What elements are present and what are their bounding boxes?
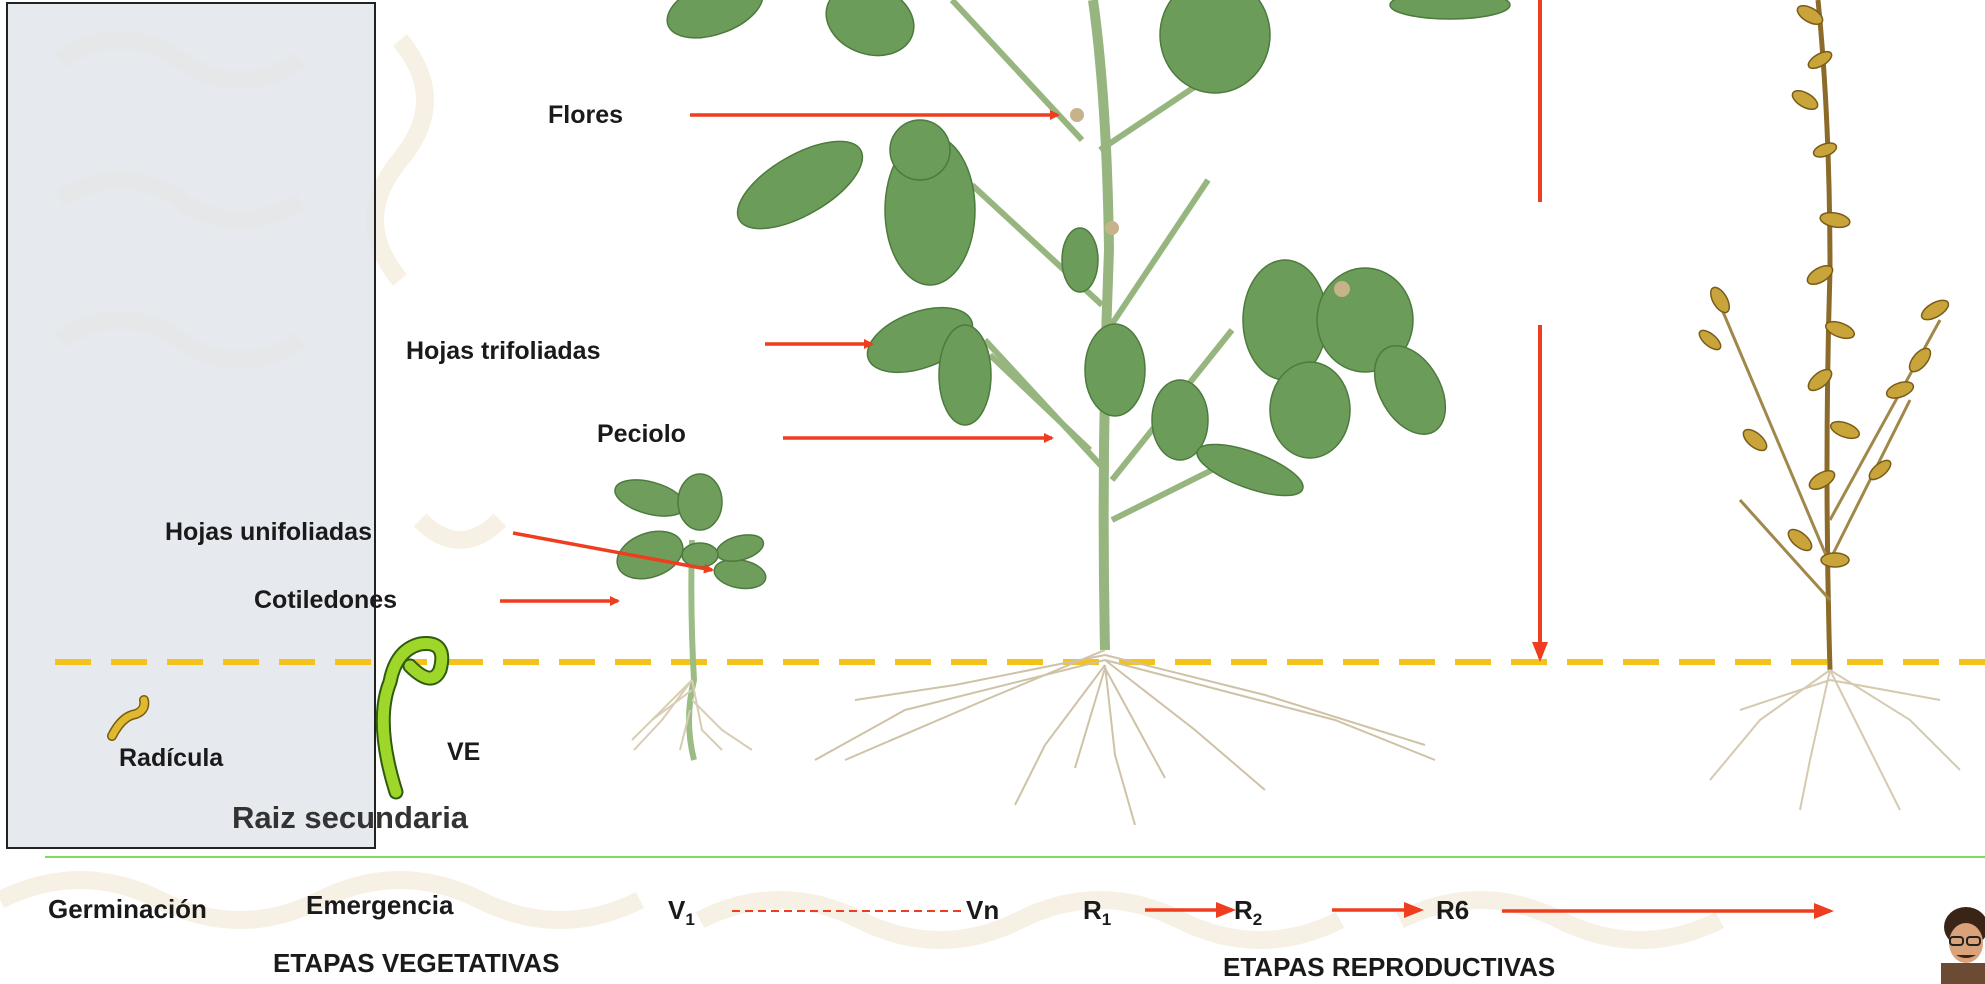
hojas-trifoliadas-label: Hojas trifoliadas — [406, 339, 601, 364]
small-plant — [611, 473, 769, 760]
emergencia-stage: Emergencia — [306, 892, 453, 918]
r2-stage: R2 — [1234, 897, 1262, 928]
radicula-label: Radícula — [119, 746, 223, 771]
r1-stage: R1 — [1083, 897, 1111, 928]
r1-base: R — [1083, 895, 1102, 925]
r2-base: R — [1234, 895, 1253, 925]
vn-stage: Vn — [966, 897, 999, 923]
r1-subscript: 1 — [1102, 910, 1111, 929]
v1-stage: V1 — [668, 897, 695, 928]
presenter-avatar — [1936, 905, 1985, 984]
ve-seedling — [383, 644, 442, 792]
etapas-vegetativas-label: ETAPAS VEGETATIVAS — [273, 950, 560, 976]
germinacion-stage: Germinación — [48, 896, 207, 922]
r6-stage: R6 — [1436, 897, 1469, 923]
flores-label: Flores — [548, 103, 623, 128]
ve-label: VE — [447, 740, 480, 765]
etapas-reproductivas-label: ETAPAS REPRODUCTIVAS — [1223, 954, 1555, 980]
radicle-seed — [112, 700, 144, 736]
large-plant — [659, 0, 1510, 825]
raiz-secundaria-label: Raiz secundaria — [232, 802, 468, 833]
mature-plant — [1696, 0, 1960, 810]
v1-base: V — [668, 895, 685, 925]
hojas-unifoliadas-label: Hojas unifoliadas — [165, 520, 372, 545]
cotiledones-label: Cotiledones — [254, 588, 397, 613]
r2-subscript: 2 — [1253, 910, 1262, 929]
v1-subscript: 1 — [685, 910, 694, 929]
peciolo-label: Peciolo — [597, 422, 686, 447]
